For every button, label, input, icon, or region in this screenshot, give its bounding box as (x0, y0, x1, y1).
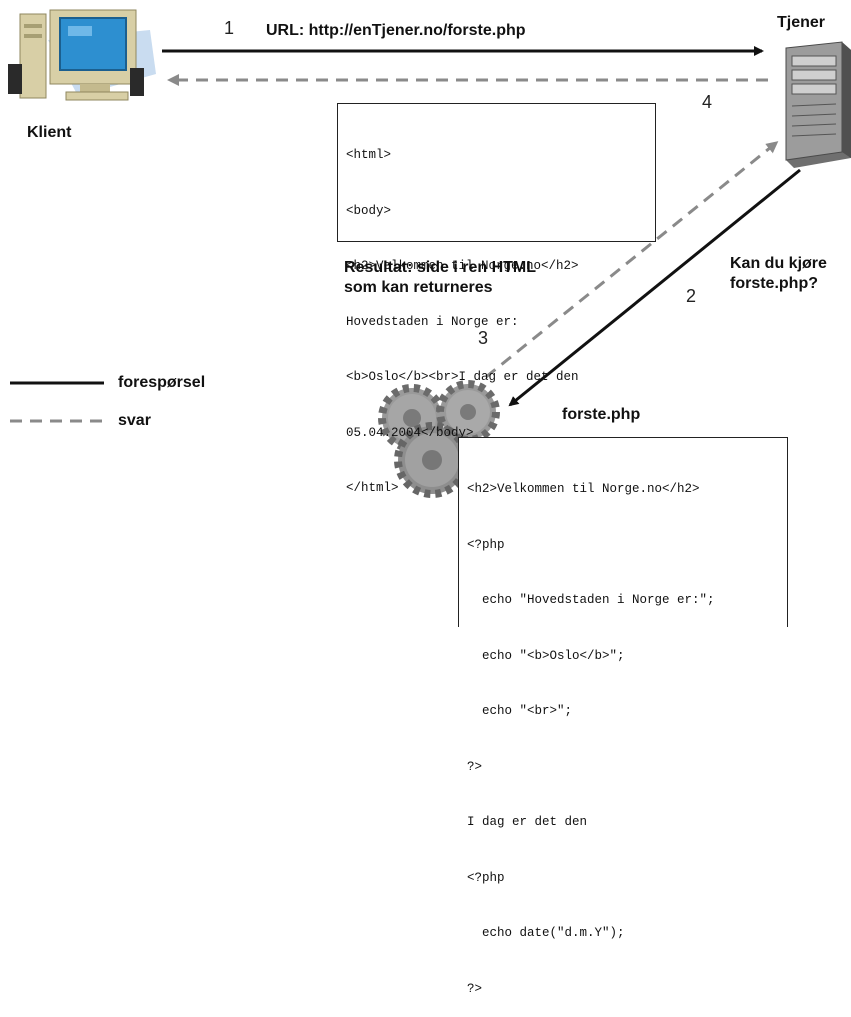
result-caption-line2: som kan returneres (344, 279, 493, 296)
php-source-line: echo "<br>"; (467, 704, 573, 718)
connectors (10, 46, 801, 423)
php-source-line: <?php (467, 537, 505, 552)
html-output-line: <body> (346, 203, 392, 218)
php-source-line: <h2>Velkommen til Norge.no</h2> (467, 482, 700, 496)
server-question-line1: Kan du kjøre (730, 255, 827, 272)
request-arrow-2 (508, 168, 801, 407)
legend-response-label: svar (118, 412, 151, 429)
server-question-line2: forste.php? (730, 275, 818, 292)
php-source-line: echo "Hovedstaden i Norge er:"; (467, 593, 715, 607)
php-source-line: I dag er det den (467, 815, 588, 829)
step-1-number: 1 (224, 18, 235, 38)
html-output-line: </html> (346, 481, 399, 495)
html-output-line: Hovedstaden i Norge er: (346, 314, 519, 329)
step-4-number: 4 (702, 92, 713, 112)
php-source-line: echo date("d.m.Y"); (467, 926, 625, 940)
html-output-box: <html> <body> <h2>Velkommen til Norge.no… (337, 103, 656, 495)
html-output-line: <b>Oslo</b><br>I dag er det den (346, 370, 579, 384)
php-source-line: ?> (467, 759, 483, 774)
php-source-line: <?php (467, 870, 505, 885)
php-source-line: ?> (467, 981, 483, 996)
result-caption: Resultat: side i ren HTML som kan return… (344, 258, 536, 298)
html-output-line: <h2>Velkommen til Norge.no</h2> (346, 259, 579, 273)
server-tower-icon (785, 41, 851, 168)
legend-request-label: forespørsel (118, 374, 206, 391)
step-3-number: 3 (478, 328, 489, 348)
result-caption-line1: Resultat: side i ren HTML (344, 259, 537, 276)
client-label: Klient (27, 124, 72, 141)
html-output-line: <html> (346, 148, 392, 162)
request-url-label: URL: http://enTjener.no/forste.php (266, 22, 526, 39)
php-file-label: forste.php (562, 406, 641, 423)
html-output-line: 05.04.2004</body> (346, 425, 474, 440)
gear-icon (436, 380, 500, 444)
step-2-number: 2 (686, 286, 697, 306)
response-arrow-3 (485, 141, 779, 379)
server-label: Tjener (777, 14, 826, 31)
php-source-box: <h2>Velkommen til Norge.no</h2> <?php ec… (458, 437, 788, 996)
computer-icon (8, 9, 156, 101)
server-question: Kan du kjøre forste.php? (730, 254, 827, 294)
php-source-line: echo "<b>Oslo</b>"; (467, 648, 625, 663)
